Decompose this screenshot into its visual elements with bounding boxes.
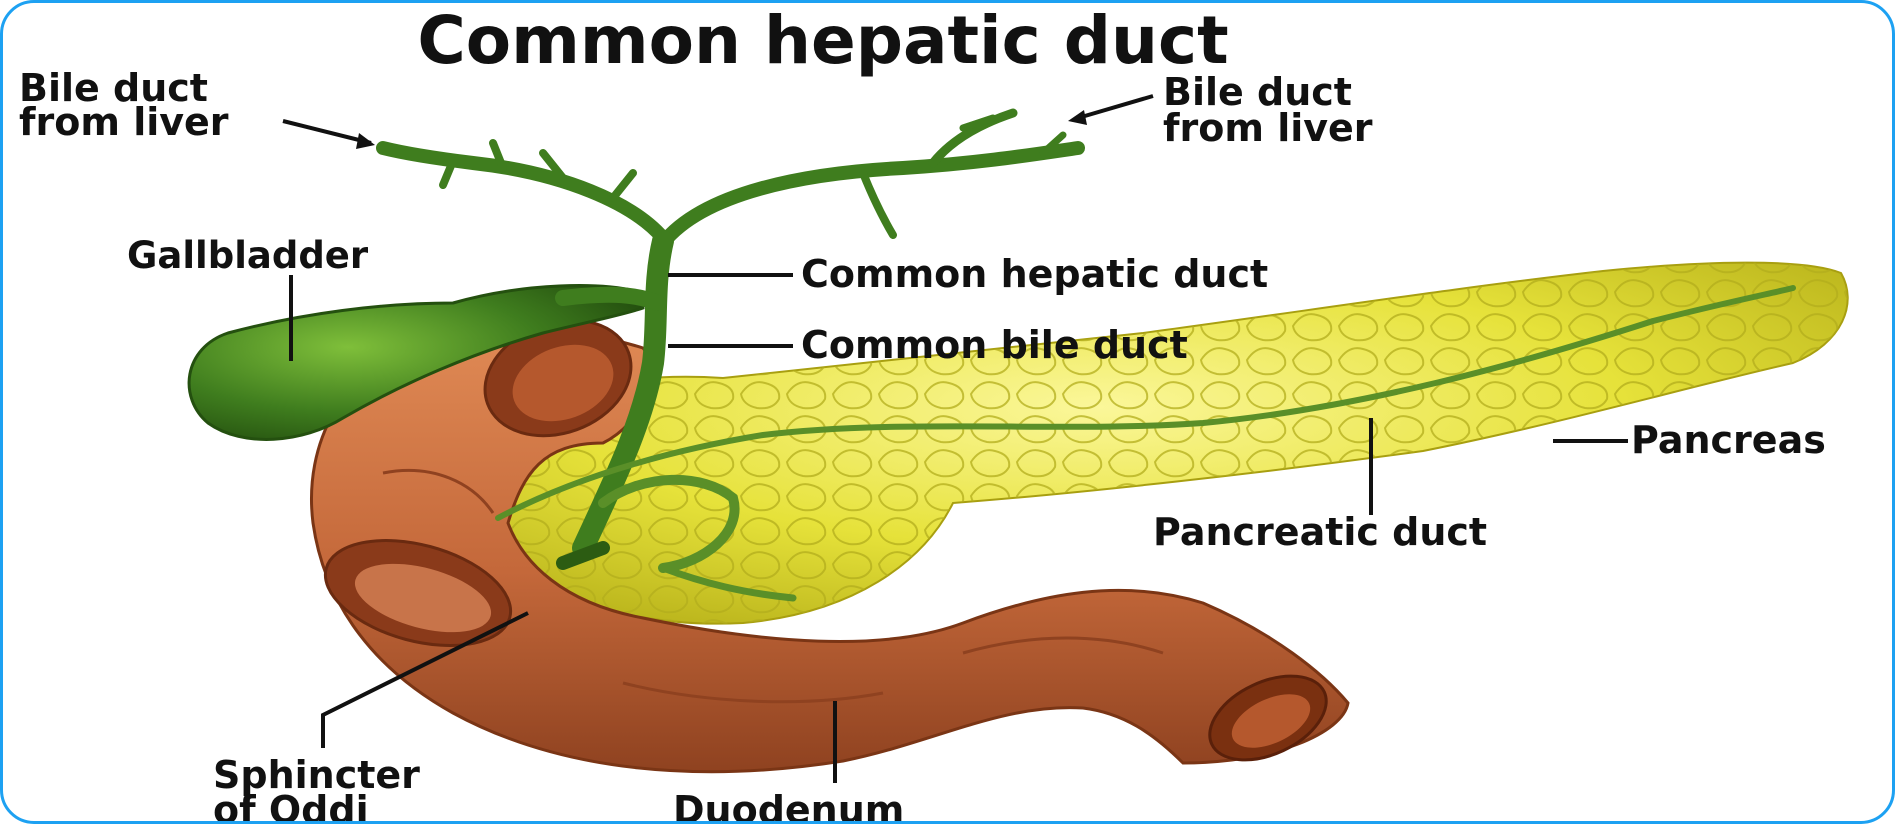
label-bile-duct-right-line2: from liver	[1163, 106, 1373, 150]
anatomy-diagram: Common hepatic duct	[3, 3, 1895, 824]
label-gallbladder: Gallbladder	[127, 234, 369, 277]
label-sphincter-line2: of Oddi	[213, 788, 369, 824]
label-bile-duct-left-line2: from liver	[19, 100, 229, 144]
label-pancreatic-duct: Pancreatic duct	[1153, 510, 1487, 554]
diagram-title: Common hepatic duct	[417, 3, 1228, 79]
label-common-bile-duct: Common bile duct	[801, 323, 1188, 367]
label-common-hepatic-duct: Common hepatic duct	[801, 252, 1268, 296]
label-duodenum: Duodenum	[673, 788, 904, 824]
label-pancreas: Pancreas	[1631, 418, 1826, 462]
